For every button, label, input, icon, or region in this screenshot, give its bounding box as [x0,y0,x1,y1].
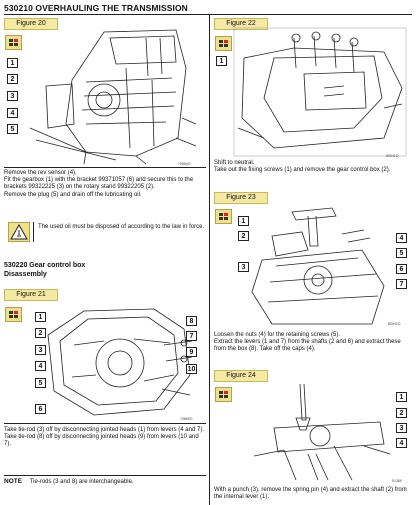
callout-4: 4 [35,361,46,371]
figure-23-tab: Figure 23 [214,192,268,204]
callout-4: 4 [396,438,407,448]
page-header: 530210 OVERHAULING THE TRANSMISSION [4,3,188,13]
column-divider [209,14,210,505]
figure-24-text: With a punch (3), remove the spring pin … [214,487,412,501]
callout-1: 1 [216,56,227,66]
callout-7: 7 [396,279,407,289]
figure-21-code: 70865O [180,417,192,421]
procedure-icon [215,209,232,224]
callout-5: 5 [396,248,407,258]
warning-text: The used oil must be disposed of accordi… [38,224,206,231]
note-text: Tie-rods (3 and 8) are interchangeable. [30,479,134,485]
callout-3: 3 [238,262,249,272]
note: NOTE Tie-rods (3 and 8) are interchangea… [4,478,207,486]
procedure-icon [5,307,22,322]
figure-23-illustration [252,206,388,326]
procedure-icon [215,387,232,402]
figure-20-rule [4,167,206,168]
callout-6: 6 [396,264,407,274]
note-label: NOTE [4,478,22,485]
callout-2: 2 [238,231,249,241]
callout-4: 4 [396,233,407,243]
figure-20-illustration [26,28,198,166]
figure-22-text: Shift to neutral. Take out the fixing sc… [214,160,412,174]
figure-21-illustration [44,305,194,420]
callout-8: 8 [186,316,197,326]
procedure-icon [215,36,232,51]
figure-24-code: 51389 [392,479,402,483]
figure-20-code: 70864O [178,162,190,166]
section-subtitle: Disassembly [4,271,47,280]
callout-4: 4 [7,108,18,118]
callout-1: 1 [396,392,407,402]
figure-21-text: Take tie-rod (3) off by disconnecting jo… [4,427,207,449]
callout-10: 10 [186,364,197,374]
callout-1: 1 [35,312,46,322]
warning-icon [8,222,30,242]
figure-23-code: 80942O [388,322,400,326]
figure-23-text: Loosen the nuts (4) for the retaining sc… [214,332,412,354]
callout-3: 3 [7,91,18,101]
callout-7: 7 [186,331,197,341]
figure-22-code: 80941O [386,154,398,158]
callout-9: 9 [186,347,197,357]
callout-6: 6 [35,404,46,414]
callout-2: 2 [7,74,18,84]
callout-1: 1 [7,58,18,68]
callout-3: 3 [35,345,46,355]
callout-2: 2 [35,328,46,338]
figure-22-illustration [234,28,406,156]
figure-21-rule [4,423,206,424]
figure-24-tab: Figure 24 [214,370,268,382]
warning-divider [33,222,34,242]
callout-2: 2 [396,408,407,418]
note-rule [4,475,206,476]
callout-5: 5 [7,124,18,134]
section-title: 530220 Gear control box [4,262,85,271]
callout-5: 5 [35,378,46,388]
callout-1: 1 [238,216,249,226]
callout-3: 3 [396,423,407,433]
figure-21-tab: Figure 21 [4,289,58,301]
figure-24-illustration [244,384,390,482]
header-rule [4,14,412,15]
procedure-icon [5,35,22,50]
figure-20-text: Remove the rev sensor (4). Fit the gearb… [4,170,207,199]
